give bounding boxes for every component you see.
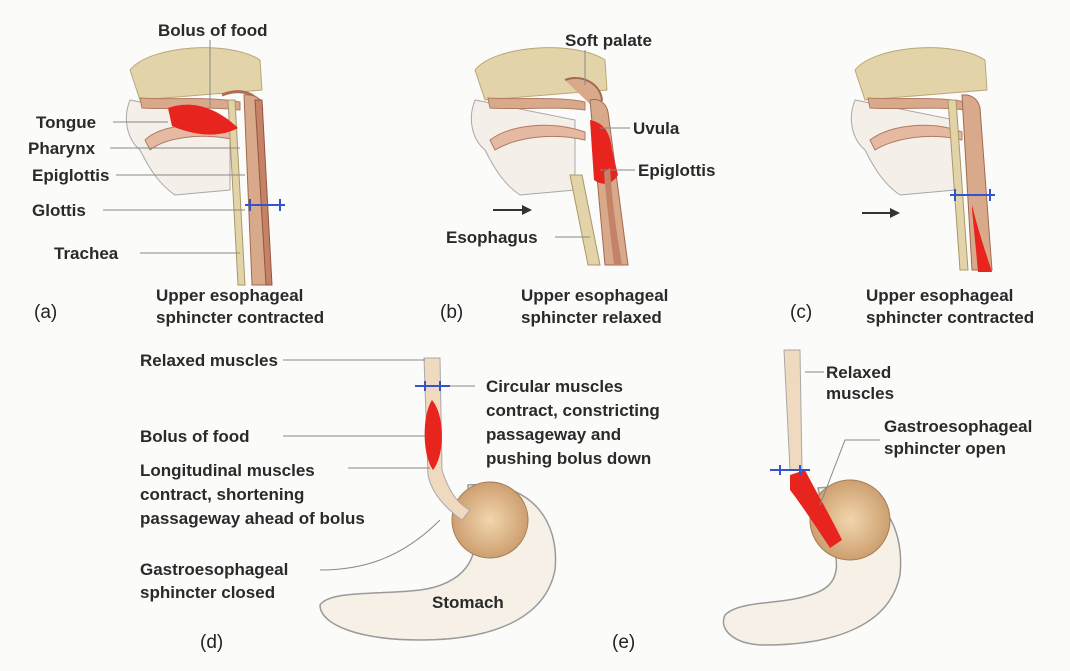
esophagus-label: Esophagus [446, 227, 538, 248]
bolus-label-a: Bolus of food [158, 20, 268, 41]
relaxed-muscles-label-d: Relaxed muscles [140, 350, 278, 371]
ges-open-line2: sphincter open [884, 438, 1006, 459]
longitudinal-muscles-line2: contract, shortening [140, 484, 304, 505]
ges-open-line1: Gastroesophageal [884, 416, 1032, 437]
epiglottis-label-a: Epiglottis [32, 165, 109, 186]
panel-c-caption-line1: Upper esophageal [866, 285, 1013, 306]
panel-c-caption-line2: sphincter contracted [866, 307, 1034, 328]
panel-a-letter: (a) [34, 302, 57, 324]
panel-a-head [126, 48, 285, 285]
tongue-label: Tongue [36, 112, 96, 133]
trachea-label: Trachea [54, 243, 118, 264]
panel-b-caption-line1: Upper esophageal [521, 285, 668, 306]
circular-muscles-line3: passageway and [486, 424, 621, 445]
ges-closed-line2: sphincter closed [140, 582, 275, 603]
stomach-label: Stomach [432, 592, 504, 613]
panel-b-caption-line2: sphincter relaxed [521, 307, 662, 328]
panel-b-letter: (b) [440, 302, 463, 324]
circular-muscles-line4: pushing bolus down [486, 448, 651, 469]
circular-muscles-line2: contract, constricting [486, 400, 660, 421]
epiglottis-label-b: Epiglottis [638, 160, 715, 181]
pharynx-label: Pharynx [28, 138, 95, 159]
circular-muscles-line1: Circular muscles [486, 376, 623, 397]
panel-d-letter: (d) [200, 632, 223, 654]
longitudinal-muscles-line3: passageway ahead of bolus [140, 508, 365, 529]
glottis-label: Glottis [32, 200, 86, 221]
panel-a-caption-line1: Upper esophageal [156, 285, 303, 306]
relaxed-muscles-e-line1: Relaxed [826, 362, 891, 383]
panel-c-letter: (c) [790, 302, 812, 324]
soft-palate-label: Soft palate [565, 30, 652, 51]
panel-e-letter: (e) [612, 632, 635, 654]
ges-closed-line1: Gastroesophageal [140, 559, 288, 580]
uvula-label: Uvula [633, 118, 679, 139]
bolus-label-d: Bolus of food [140, 426, 250, 447]
relaxed-muscles-e-line2: muscles [826, 383, 894, 404]
panel-c-head [851, 48, 995, 272]
longitudinal-muscles-line1: Longitudinal muscles [140, 460, 315, 481]
panel-a-caption-line2: sphincter contracted [156, 307, 324, 328]
